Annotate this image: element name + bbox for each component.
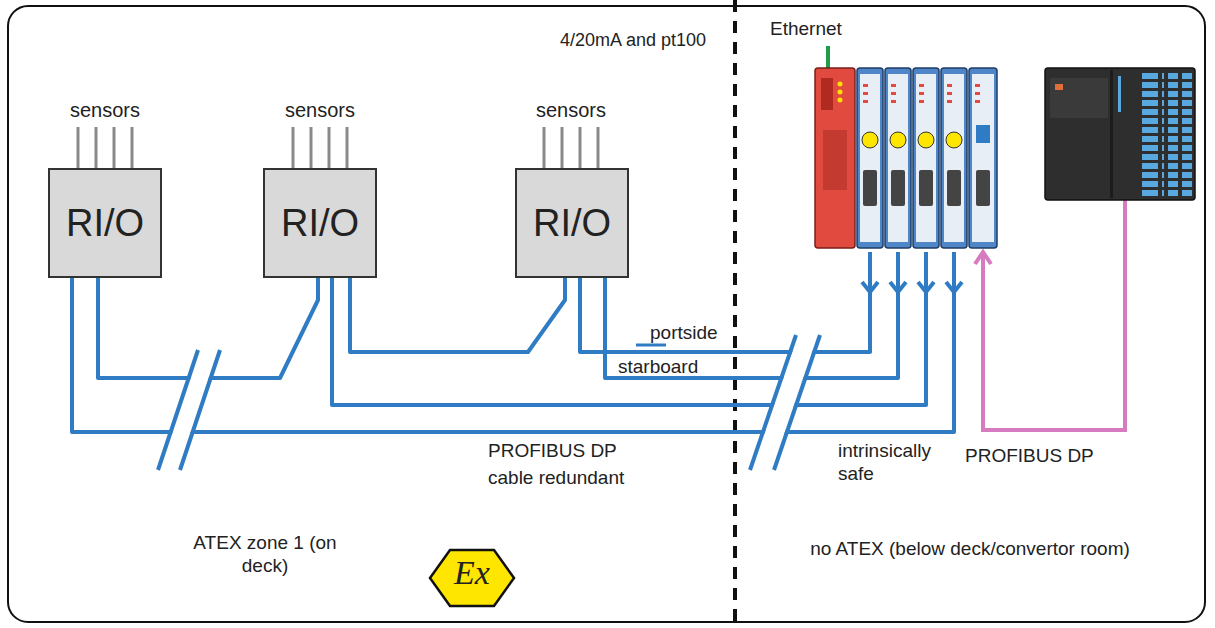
cable-arrowheads xyxy=(862,282,962,292)
annotation: sensors xyxy=(285,98,355,122)
annotation: portside xyxy=(650,322,718,345)
annotation: no ATEX (below deck/convertor room) xyxy=(800,538,1140,561)
remote-io-box: RI/O xyxy=(263,168,377,278)
annotation: PROFIBUS DP xyxy=(488,440,617,463)
node-label: RI/O xyxy=(66,202,144,245)
annotation: intrinsically safe xyxy=(838,440,948,486)
annotation: starboard xyxy=(618,356,698,379)
node-label: RI/O xyxy=(281,202,359,245)
annotation: PROFIBUS DP xyxy=(965,445,1094,468)
frame xyxy=(8,6,1205,622)
annotation: Ethernet xyxy=(770,18,842,41)
annotation: sensors xyxy=(536,98,606,122)
cable-break xyxy=(158,335,820,470)
ex-symbol xyxy=(430,550,514,606)
profibus-plc-line xyxy=(983,200,1125,430)
ex-mark: Ex xyxy=(454,556,490,590)
annotation: ATEX zone 1 (on deck) xyxy=(190,532,340,578)
node-label: RI/O xyxy=(533,202,611,245)
annotation: 4/20mA and pt100 xyxy=(560,30,706,52)
zone-divider xyxy=(733,0,737,628)
sensor-wires xyxy=(78,127,598,168)
profibus-cables xyxy=(72,252,954,432)
ethernet-line xyxy=(826,46,830,68)
coupler-rack xyxy=(815,68,997,248)
remote-io-box: RI/O xyxy=(48,168,162,278)
leader-line xyxy=(636,344,666,347)
plc-arrowhead xyxy=(975,252,991,264)
plc-controller xyxy=(1045,68,1195,200)
remote-io-box: RI/O xyxy=(515,168,629,278)
annotation: cable redundant xyxy=(488,467,624,490)
annotation: sensors xyxy=(70,98,140,122)
